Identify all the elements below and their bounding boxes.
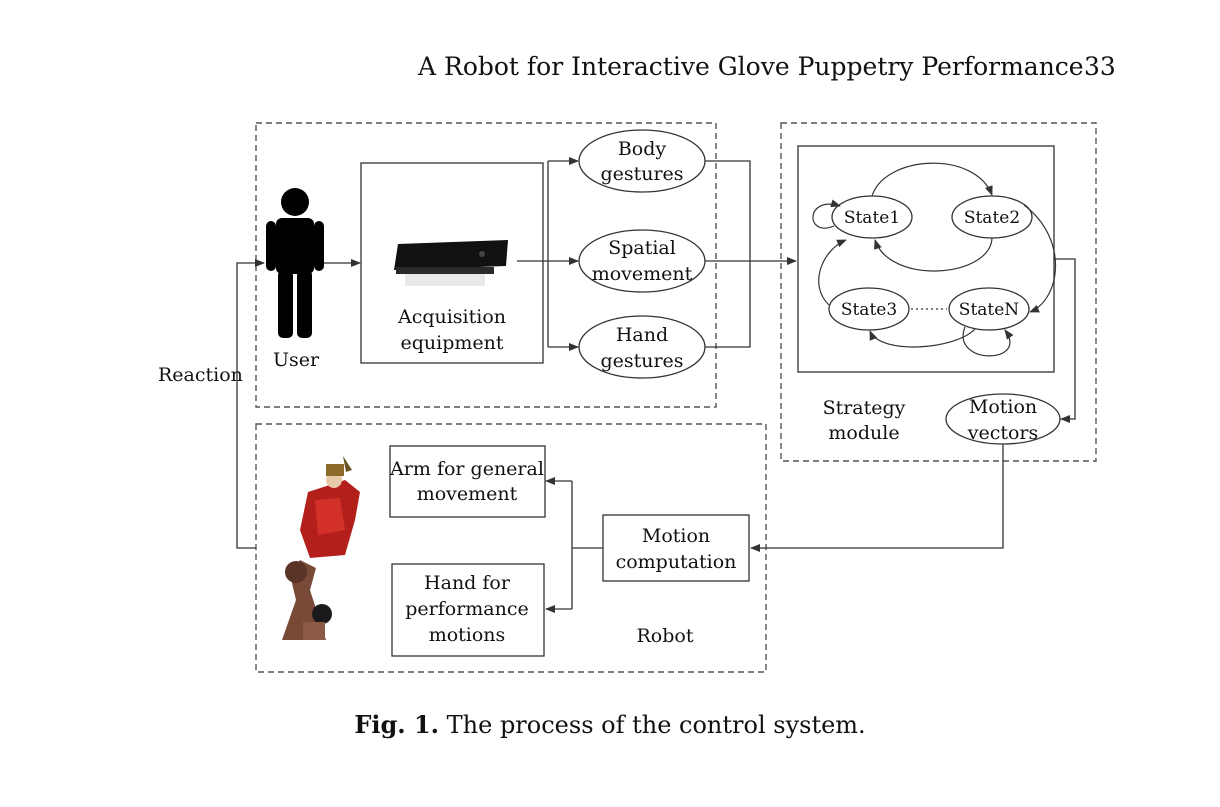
figure-caption: Fig. 1. The process of the control syste… [0, 710, 1220, 739]
acquisition-label-line1: Acquisition [397, 306, 506, 328]
stateN-label: StateN [959, 300, 1020, 320]
motion-vectors-line1: Motion [969, 396, 1037, 418]
stateN-ellipse [948, 287, 1030, 331]
caption-text: The process of the control system. [439, 711, 866, 739]
arm-label-line2: movement [417, 483, 518, 505]
arrow-reaction-feedback [236, 259, 265, 549]
hand-label-line1: Hand for [424, 572, 511, 594]
motion-vectors-line2: vectors [967, 422, 1039, 444]
robot-puppet-image [282, 456, 360, 640]
running-title: A Robot for Interactive Glove Puppetry P… [418, 52, 1084, 81]
merge-from-body-gestures [705, 160, 751, 261]
transition-stateN-self [962, 326, 1014, 357]
state2-label: State2 [964, 208, 1020, 228]
acquisition-label-line2: equipment [400, 332, 503, 354]
transition-state1-to-state2 [871, 162, 993, 197]
transition-state1-self [812, 199, 841, 229]
robot-label: Robot [637, 625, 694, 647]
state-machine-box [797, 145, 1055, 373]
kinect-sensor-icon [394, 240, 508, 286]
transition-stateN-to-state3 [869, 328, 976, 348]
spatial-movement-line2: movement [592, 263, 693, 285]
hand-box [391, 563, 545, 657]
page-number: 33 [1084, 52, 1116, 81]
transition-state2-to-state1 [874, 237, 993, 272]
transition-state2-to-stateN [1023, 204, 1057, 313]
hand-label-line3: motions [429, 624, 506, 646]
body-gestures-line1: Body [618, 138, 667, 160]
acquisition-box [360, 162, 544, 364]
transition-state3-to-state1 [818, 239, 847, 306]
strategy-group-box [780, 122, 1097, 462]
merge-from-hand-gestures [705, 261, 751, 348]
arm-label-line1: Arm for general [389, 458, 544, 480]
state3-label: State3 [841, 300, 897, 320]
arrow-motion-vectors-to-computation [750, 444, 1004, 552]
arrow-strategy-to-motion-vectors [1054, 258, 1076, 423]
reaction-label: Reaction [158, 364, 243, 386]
motion-computation-line2: computation [616, 551, 737, 573]
user-icon [266, 188, 324, 338]
motion-computation-line1: Motion [642, 525, 710, 547]
hand-gestures-line2: gestures [600, 350, 683, 372]
strategy-module-line2: module [828, 422, 899, 444]
strategy-module-line1: Strategy [823, 397, 906, 419]
hand-label-line2: performance [405, 598, 529, 620]
arm-box [389, 445, 546, 518]
spatial-movement-line1: Spatial [608, 237, 676, 259]
state1-label: State1 [844, 208, 900, 228]
hand-gestures-line1: Hand [616, 324, 668, 346]
state3-ellipse [828, 287, 910, 331]
body-gestures-line2: gestures [600, 163, 683, 185]
user-label: User [273, 349, 320, 371]
caption-label: Fig. 1. [354, 710, 440, 739]
